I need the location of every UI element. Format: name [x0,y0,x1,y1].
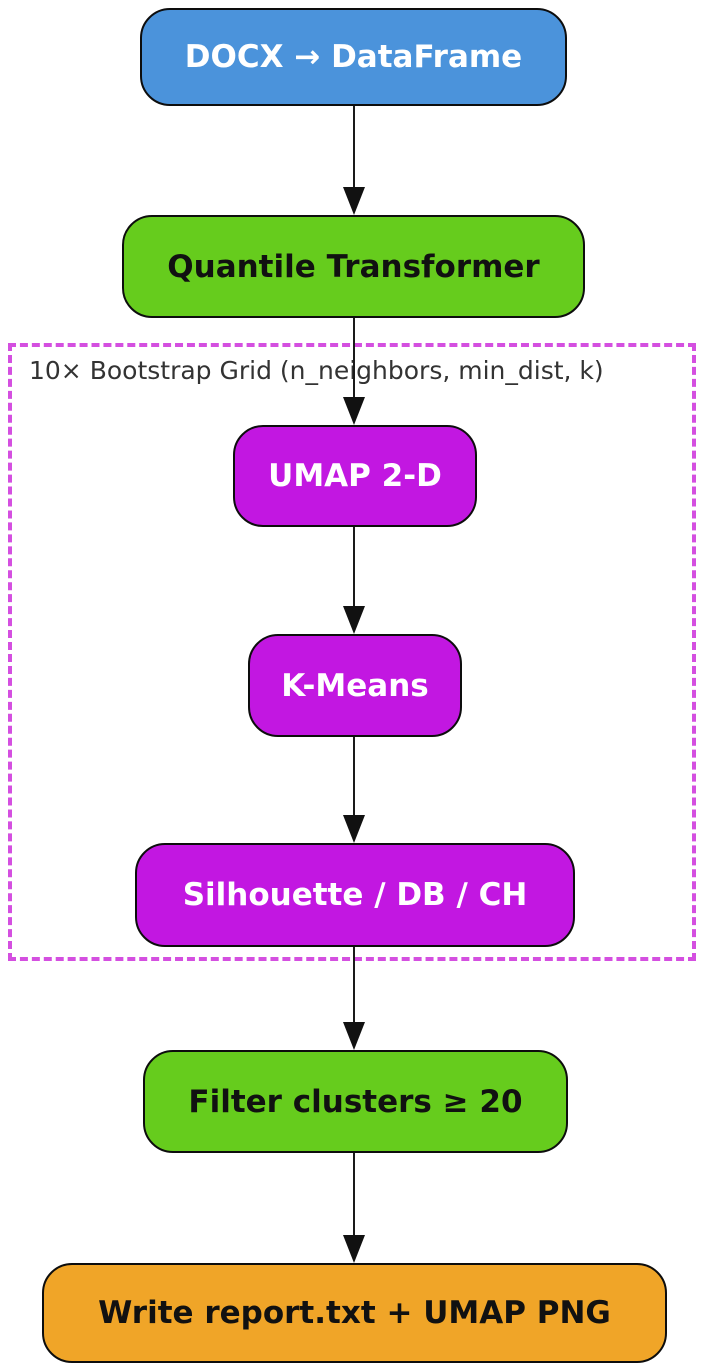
connector-line [353,737,356,819]
node-silhouette-db-ch: Silhouette / DB / CH [135,843,575,947]
arrow-down-icon [343,815,365,843]
bootstrap-grid-cluster: 10× Bootstrap Grid (n_neighbors, min_dis… [8,343,696,961]
connector-filter-to-write [343,1153,365,1263]
node-write-report: Write report.txt + UMAP PNG [42,1263,667,1363]
node-umap-2d: UMAP 2-D [233,425,477,527]
connector-quantile-to-umap [343,318,365,425]
connector-line [353,527,356,610]
arrow-down-icon [343,1022,365,1050]
arrow-down-icon [343,397,365,425]
connector-umap-to-kmeans [343,527,365,634]
node-docx-to-dataframe: DOCX → DataFrame [140,8,567,106]
cluster-label: 10× Bootstrap Grid (n_neighbors, min_dis… [29,356,604,385]
node-quantile-transformer: Quantile Transformer [122,215,585,318]
connector-line [353,947,356,1026]
node-filter-clusters: Filter clusters ≥ 20 [143,1050,568,1153]
arrow-down-icon [343,187,365,215]
connector-line [353,1153,356,1239]
connector-kmeans-to-silhouette [343,737,365,843]
arrow-down-icon [343,606,365,634]
connector-silhouette-to-filter [343,947,365,1050]
connector-docx-to-quantile [343,105,365,215]
arrow-down-icon [343,1235,365,1263]
connector-line [353,318,356,401]
connector-line [353,105,356,191]
node-k-means: K-Means [248,634,462,737]
